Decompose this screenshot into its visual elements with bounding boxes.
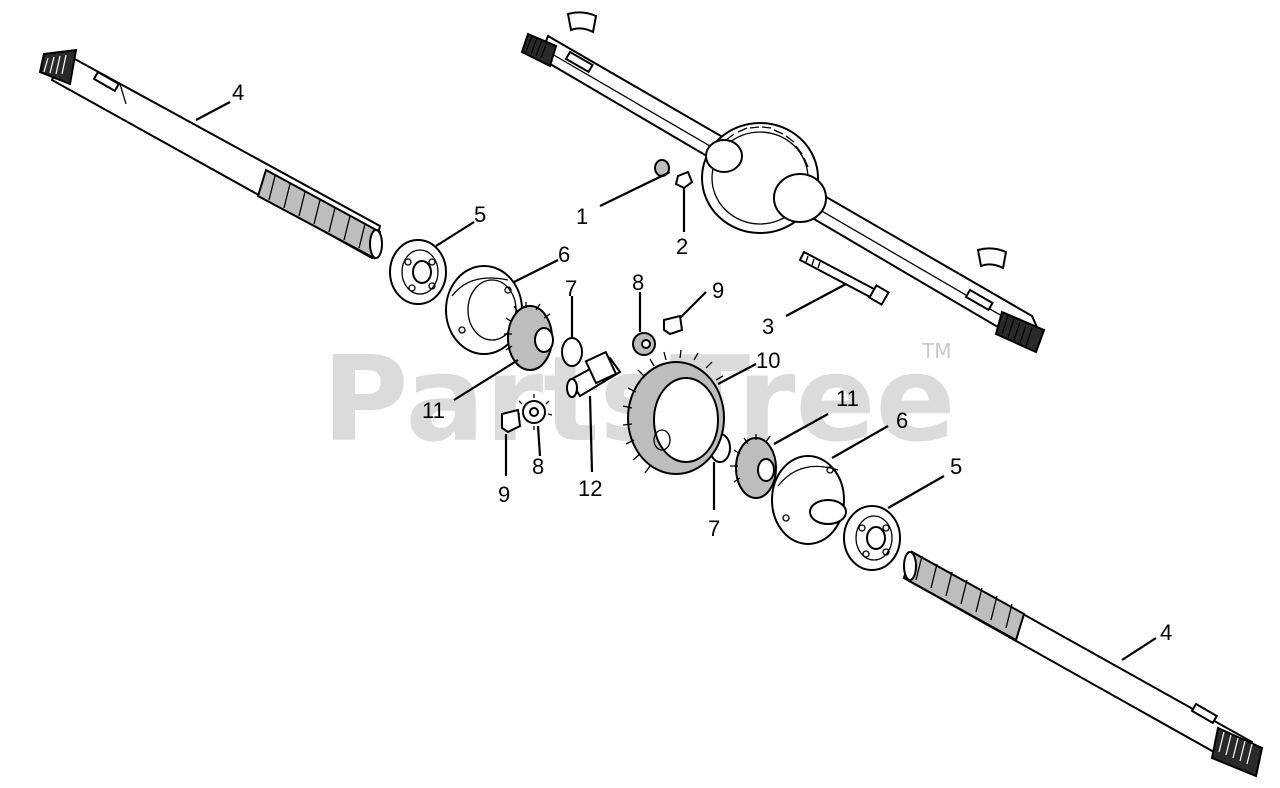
nut-2 — [674, 170, 694, 190]
side-gear-right — [730, 434, 777, 499]
pinion-gear-upper — [632, 332, 656, 356]
callout-8-upper: 8 — [632, 270, 644, 295]
axle-shaft-right — [902, 550, 1264, 778]
bolt — [798, 250, 890, 306]
pinion-gear-lower — [515, 394, 553, 430]
keyway-slot — [564, 50, 594, 74]
callout-6-left: 6 — [558, 242, 570, 267]
callout-4-right: 4 — [1160, 620, 1172, 645]
callout-2: 2 — [676, 234, 688, 259]
bearing-right — [843, 505, 901, 571]
callout-5-left: 5 — [474, 202, 486, 227]
callout-7-upper: 7 — [565, 276, 577, 301]
assembled-axle — [520, 11, 1046, 354]
callout-12: 12 — [578, 476, 602, 501]
callout-5-right: 5 — [950, 454, 962, 479]
callout-7-lower: 7 — [708, 516, 720, 541]
axle-shaft-left — [38, 48, 383, 260]
thrust-block-lower — [501, 408, 522, 434]
retaining-ring-left — [561, 337, 583, 367]
watermark-tm: TM — [921, 339, 951, 363]
leader-lines — [195, 101, 1157, 661]
callout-11-right: 11 — [836, 386, 859, 411]
bearing-left — [389, 239, 447, 305]
callout-1: 1 — [576, 204, 588, 229]
callout-10: 10 — [756, 348, 780, 373]
axle-spline-left — [256, 168, 382, 260]
callout-11-left: 11 — [422, 398, 445, 423]
callout-9-lower: 9 — [498, 482, 510, 507]
callouts: 1 2 3 4 4 5 5 6 6 7 7 8 8 9 9 10 11 11 1… — [232, 80, 1172, 645]
cross-shaft — [566, 350, 622, 398]
callout-8-lower: 8 — [532, 454, 544, 479]
woodruff-key — [976, 247, 1008, 270]
differential-cover-right — [771, 455, 847, 545]
callout-9-upper: 9 — [712, 278, 724, 303]
assembled-thread-left — [520, 32, 558, 68]
keyway-slot — [964, 288, 994, 312]
assembled-thread-right — [994, 310, 1046, 354]
side-gear-left — [504, 302, 554, 371]
axle-thread-right — [1210, 726, 1264, 778]
thrust-block-upper — [663, 314, 684, 336]
callout-3: 3 — [762, 314, 774, 339]
callout-6-right: 6 — [896, 408, 908, 433]
assembled-differential-housing — [701, 122, 827, 234]
woodruff-key — [566, 11, 598, 34]
callout-4-left: 4 — [232, 80, 244, 105]
ring-gear — [622, 349, 725, 475]
